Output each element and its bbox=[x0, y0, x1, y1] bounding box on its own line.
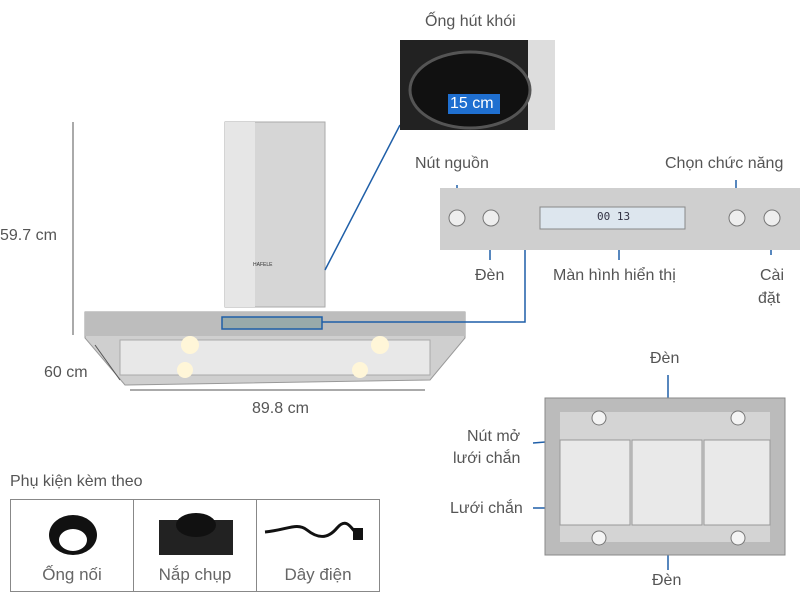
accessory-cover: Nắp chụp bbox=[133, 499, 257, 592]
filter-release-label-1: Nút mở bbox=[467, 428, 521, 445]
accessory-duct-connector: Ống nối bbox=[10, 499, 134, 592]
settings-label-2: đặt bbox=[758, 290, 781, 307]
light-bottom-label: Đèn bbox=[652, 572, 682, 589]
duct-photo bbox=[400, 40, 555, 130]
settings-label-1: Cài bbox=[760, 267, 785, 284]
light-top-label: Đèn bbox=[650, 350, 680, 367]
depth-label: 60 cm bbox=[44, 364, 88, 381]
brand-logo: HAFELE bbox=[253, 262, 273, 268]
filter-label: Lưới chắn bbox=[450, 500, 523, 517]
range-hood-image: HAFELE bbox=[84, 121, 466, 386]
control-panel-image bbox=[440, 188, 800, 250]
accessory-label: Ống nối bbox=[42, 565, 102, 584]
dimension-lines bbox=[72, 122, 425, 391]
filter-release-label-2: lưới chắn bbox=[453, 450, 521, 467]
width-label: 89.8 cm bbox=[252, 400, 309, 417]
accessory-label: Nắp chụp bbox=[158, 565, 232, 584]
display-value: 00 13 bbox=[597, 210, 631, 223]
bottom-view-image bbox=[544, 397, 786, 556]
power-button-label: Nút nguồn bbox=[415, 155, 489, 172]
accessories-title: Phụ kiện kèm theo bbox=[10, 473, 143, 490]
light-button-label: Đèn bbox=[475, 267, 505, 284]
height-label: 59.7 cm bbox=[0, 227, 57, 244]
accessory-label: Dây điện bbox=[284, 565, 352, 584]
display-label: Màn hình hiển thị bbox=[553, 267, 676, 284]
duct-title: Ống hút khói bbox=[425, 13, 516, 30]
duct-diameter: 15 cm bbox=[450, 95, 494, 112]
function-button-label: Chọn chức năng bbox=[665, 155, 784, 172]
accessory-power-cord: Dây điện bbox=[256, 499, 380, 592]
